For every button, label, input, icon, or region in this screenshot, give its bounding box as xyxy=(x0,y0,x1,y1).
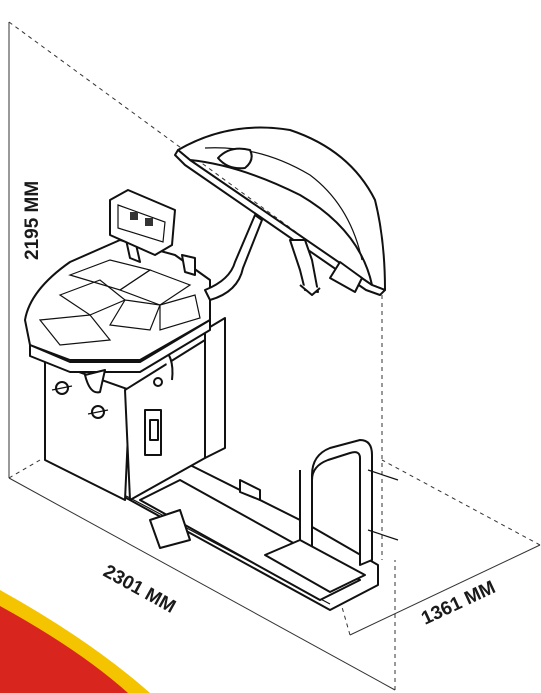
wheel-cradle xyxy=(264,439,399,593)
height-dimension-label: 2195 MM xyxy=(22,181,43,260)
wheel-hood xyxy=(174,126,386,296)
hood-arm xyxy=(204,214,263,301)
length-dimension-label: 2301 MM xyxy=(100,561,179,618)
depth-dimension-label: 1361 MM xyxy=(418,577,499,630)
corner-swoosh xyxy=(0,590,150,693)
